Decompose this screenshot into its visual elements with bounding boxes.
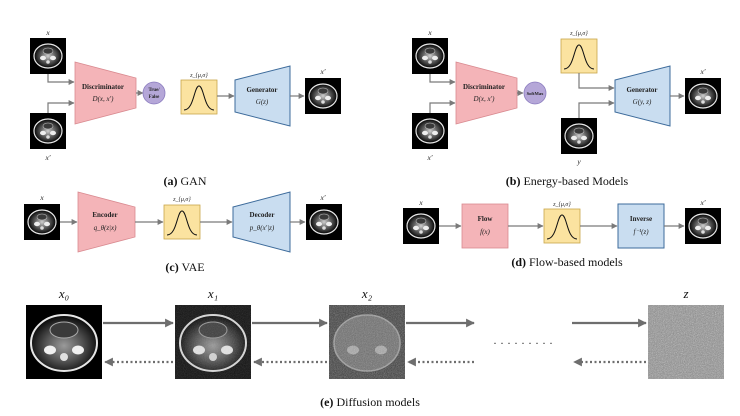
diffusion-label-x1: x₁ xyxy=(207,286,218,301)
flow-latent-block xyxy=(543,208,581,244)
ebm-generator-block xyxy=(614,65,671,127)
gan-generator-formula: G(z) xyxy=(256,98,269,106)
flow-title: Flow xyxy=(478,215,494,223)
vae-x-image xyxy=(24,204,60,240)
ebm-y-image xyxy=(561,118,597,154)
vae-encoder-block xyxy=(77,191,136,253)
vae-encoder-formula: q_θ(z|x) xyxy=(94,224,118,232)
ebm-xprime-image xyxy=(412,113,448,149)
vae-latent-block xyxy=(163,204,201,240)
vae-output-label: x′ xyxy=(320,193,326,202)
ebm-y-label: y xyxy=(576,157,581,166)
gan-x-label: x xyxy=(45,28,50,37)
ebm-softmax-label: SoftMax xyxy=(527,91,545,96)
caption-gan: (a) GAN xyxy=(164,174,207,188)
flow-x-label: x xyxy=(418,198,423,207)
ebm-generator-formula: G(y, z) xyxy=(633,98,652,106)
ebm-softmax-node xyxy=(523,81,547,105)
panel-diffusion: x₀ x₁ x₂ z xyxy=(26,286,724,409)
gan-xprime-image xyxy=(30,113,66,149)
gan-false-label: False xyxy=(149,95,160,100)
gan-gaussian-curve xyxy=(183,85,215,111)
gan-output-label: x′ xyxy=(320,67,326,76)
caption-ebm: (b) Energy-based Models xyxy=(506,174,629,188)
gan-discriminator-block xyxy=(74,61,137,125)
vae-latent-label: z_{μ,σ} xyxy=(172,197,191,203)
ebm-discriminator-block xyxy=(455,61,518,125)
vae-decoder-block xyxy=(232,191,291,253)
diffusion-label-x2: x₂ xyxy=(361,286,373,301)
vae-x-label: x xyxy=(39,193,44,202)
flow-output-image xyxy=(685,208,721,244)
ebm-x-image xyxy=(412,38,448,74)
gan-discriminator-formula: D(x, x′) xyxy=(92,95,115,103)
flow-gaussian-curve xyxy=(546,214,578,240)
ebm-discriminator-formula: D(x, x′) xyxy=(473,95,496,103)
diffusion-label-x0: x₀ xyxy=(58,286,69,301)
ebm-output-image xyxy=(685,78,721,114)
panel-gan: x x′ Discriminator D(x, x′) True/ False … xyxy=(30,28,341,188)
flow-output-label: x′ xyxy=(700,198,706,207)
vae-decoder-title: Decoder xyxy=(250,211,275,219)
vae-encoder-title: Encoder xyxy=(92,211,117,219)
diffusion-image-z xyxy=(648,305,724,379)
gan-generator-title: Generator xyxy=(246,86,277,94)
diffusion-image-x0 xyxy=(26,305,102,379)
gan-generator-block xyxy=(234,65,291,127)
gan-latent-block xyxy=(180,79,218,115)
flow-x-image xyxy=(403,208,439,244)
caption-diffusion: (e) Diffusion models xyxy=(320,395,420,409)
ebm-xprime-label: x′ xyxy=(427,153,433,162)
vae-decoder-formula: p_θ(x′|z) xyxy=(249,224,275,232)
diffusion-image-x2 xyxy=(329,305,405,379)
gan-true-label: True/ xyxy=(148,88,160,93)
panel-vae: x Encoder q_θ(z|x) z_{μ,σ} Decoder p_θ(x… xyxy=(24,191,342,274)
ebm-discriminator-title: Discriminator xyxy=(463,83,505,91)
panel-ebm: x x′ Discriminator D(x, x′) SoftMax z_{μ… xyxy=(412,28,721,188)
vae-output-image xyxy=(306,204,342,240)
gan-xprime-label: x′ xyxy=(45,153,51,162)
ebm-x-label: x xyxy=(427,28,432,37)
ebm-generator-title: Generator xyxy=(626,86,657,94)
gan-latent-label: z_{μ,σ} xyxy=(189,73,208,79)
caption-vae: (c) VAE xyxy=(165,260,204,274)
ebm-gaussian-curve xyxy=(563,44,595,70)
panel-flow: x Flow f(x) z_{μ,σ} Inverse f⁻¹(z) x′ (d… xyxy=(403,198,721,269)
vae-gaussian-curve xyxy=(166,210,198,236)
ebm-latent-label: z_{μ,σ} xyxy=(569,31,588,37)
inverse-title: Inverse xyxy=(630,215,652,223)
flow-formula: f(x) xyxy=(480,228,490,236)
gan-output-image xyxy=(305,78,341,114)
gan-discriminator-title: Discriminator xyxy=(82,83,124,91)
diffusion-ellipsis: · · · · · · · · · xyxy=(493,336,553,350)
ebm-output-label: x′ xyxy=(700,67,706,76)
inverse-block xyxy=(617,203,665,249)
flow-latent-label: z_{μ,σ} xyxy=(552,202,571,208)
caption-flow: (d) Flow-based models xyxy=(511,255,623,269)
diffusion-image-x1 xyxy=(175,305,251,379)
flow-block xyxy=(461,203,509,249)
gan-x-image xyxy=(30,38,66,74)
diffusion-label-z: z xyxy=(682,286,688,301)
ebm-latent-block xyxy=(560,38,598,74)
inverse-formula: f⁻¹(z) xyxy=(633,228,649,236)
gan-true-false-node xyxy=(142,81,166,105)
